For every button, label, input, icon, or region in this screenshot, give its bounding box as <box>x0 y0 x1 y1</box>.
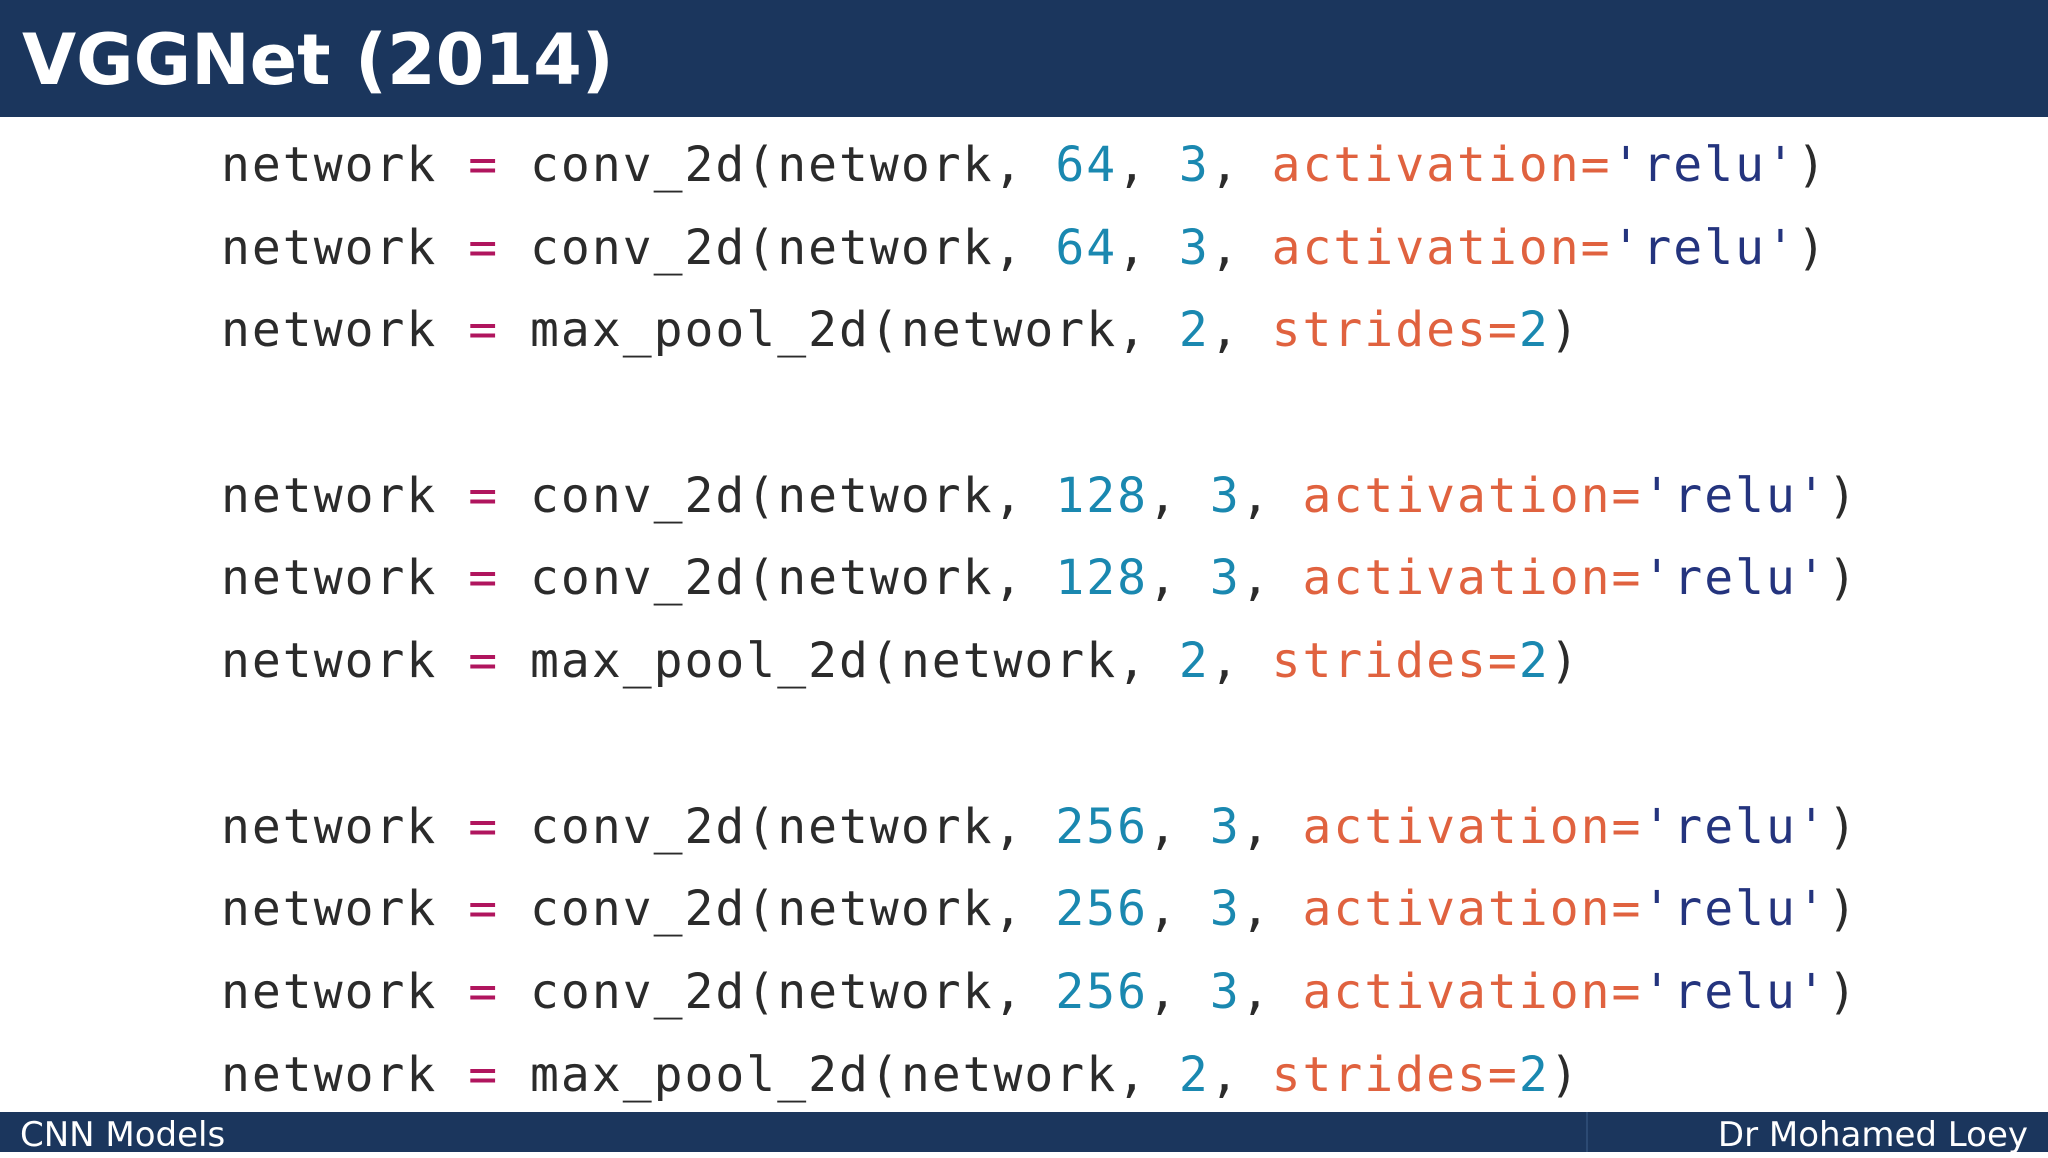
code-operator: = <box>468 963 500 1020</box>
code-function: max_pool_2d <box>530 302 870 359</box>
code-variable: network <box>221 219 438 276</box>
code-number: 3 <box>1209 798 1241 855</box>
code-variable: network <box>221 550 438 607</box>
code-number: 3 <box>1209 881 1241 938</box>
code-argument: network <box>777 467 994 524</box>
code-argument: network <box>777 219 994 276</box>
code-argument: network <box>777 137 994 193</box>
code-keyword: strides <box>1271 302 1488 359</box>
footer-course-name: CNN Models <box>20 1115 226 1155</box>
code-line: network = max_pool_2d(network, 2, stride… <box>221 302 1581 359</box>
code-line: network = conv_2d(network, 256, 3, activ… <box>221 881 1859 938</box>
code-keyword: activation <box>1302 550 1612 607</box>
footer-divider <box>1586 1112 1588 1152</box>
code-number: 128 <box>1055 467 1149 524</box>
code-operator: = <box>468 137 500 193</box>
code-variable: network <box>221 302 438 359</box>
code-keyword: activation <box>1271 137 1581 193</box>
code-number: 2 <box>1518 1046 1550 1103</box>
code-string: 'relu' <box>1611 137 1797 193</box>
code-argument: network <box>777 550 994 607</box>
footer-author: Dr Mohamed Loey <box>1717 1115 2028 1155</box>
code-number: 64 <box>1055 219 1118 276</box>
code-line: network = conv_2d(network, 128, 3, activ… <box>221 550 1859 607</box>
code-keyword: activation <box>1302 963 1612 1020</box>
code-blank-line <box>221 703 1859 786</box>
code-argument: network <box>900 633 1118 690</box>
code-argument: network <box>900 302 1118 359</box>
code-number: 256 <box>1055 881 1149 938</box>
code-variable: network <box>221 963 438 1020</box>
code-number: 2 <box>1518 302 1550 359</box>
code-function: max_pool_2d <box>530 633 870 690</box>
code-operator: = <box>468 467 500 524</box>
code-operator: = <box>468 550 500 607</box>
code-string: 'relu' <box>1642 467 1828 524</box>
code-number: 128 <box>1055 550 1149 607</box>
code-line: network = conv_2d(network, 64, 3, activa… <box>221 137 1828 193</box>
code-argument: network <box>777 798 994 855</box>
code-keyword: activation <box>1271 219 1581 276</box>
code-number: 2 <box>1178 302 1210 359</box>
code-listing: network = conv_2d(network, 64, 3, activa… <box>221 124 1859 1116</box>
code-variable: network <box>221 1046 438 1103</box>
code-operator: = <box>468 798 500 855</box>
slide-header: VGGNet (2014) <box>0 0 2048 117</box>
code-line: network = conv_2d(network, 128, 3, activ… <box>221 467 1859 524</box>
code-number: 2 <box>1518 633 1550 690</box>
code-number: 3 <box>1178 137 1210 193</box>
slide-title: VGGNet (2014) <box>22 19 614 101</box>
code-string: 'relu' <box>1642 963 1828 1020</box>
code-function: conv_2d <box>530 467 747 524</box>
code-number: 3 <box>1209 467 1241 524</box>
code-line: network = conv_2d(network, 64, 3, activa… <box>221 219 1828 276</box>
code-blank-line <box>221 372 1859 455</box>
code-function: conv_2d <box>530 137 747 193</box>
code-function: conv_2d <box>530 798 747 855</box>
code-function: conv_2d <box>530 963 747 1020</box>
code-string: 'relu' <box>1642 798 1828 855</box>
code-number: 64 <box>1055 137 1118 193</box>
code-argument: network <box>900 1046 1118 1103</box>
code-function: conv_2d <box>530 881 747 938</box>
code-variable: network <box>221 881 438 938</box>
code-argument: network <box>777 881 994 938</box>
code-string: 'relu' <box>1611 219 1797 276</box>
slide-footer: CNN Models Dr Mohamed Loey <box>0 1112 2048 1155</box>
code-operator: = <box>468 881 500 938</box>
code-number: 256 <box>1055 963 1149 1020</box>
code-line: network = max_pool_2d(network, 2, stride… <box>221 633 1581 690</box>
code-number: 3 <box>1178 219 1210 276</box>
code-keyword: activation <box>1302 798 1612 855</box>
code-number: 2 <box>1178 1046 1210 1103</box>
code-function: conv_2d <box>530 219 747 276</box>
code-string: 'relu' <box>1642 881 1828 938</box>
code-operator: = <box>468 633 500 690</box>
code-function: max_pool_2d <box>530 1046 870 1103</box>
code-variable: network <box>221 633 438 690</box>
code-operator: = <box>468 219 500 276</box>
code-operator: = <box>468 302 500 359</box>
code-line: network = conv_2d(network, 256, 3, activ… <box>221 963 1859 1020</box>
code-keyword: activation <box>1302 881 1612 938</box>
code-line: network = conv_2d(network, 256, 3, activ… <box>221 798 1859 855</box>
code-argument: network <box>777 963 994 1020</box>
code-number: 3 <box>1209 550 1241 607</box>
code-operator: = <box>468 1046 500 1103</box>
code-variable: network <box>221 467 438 524</box>
code-number: 256 <box>1055 798 1149 855</box>
code-function: conv_2d <box>530 550 747 607</box>
code-keyword: strides <box>1271 1046 1488 1103</box>
code-variable: network <box>221 137 438 193</box>
code-number: 3 <box>1209 963 1241 1020</box>
code-keyword: activation <box>1302 467 1612 524</box>
code-keyword: strides <box>1271 633 1488 690</box>
code-line: network = max_pool_2d(network, 2, stride… <box>221 1046 1581 1103</box>
code-variable: network <box>221 798 438 855</box>
code-number: 2 <box>1178 633 1210 690</box>
code-string: 'relu' <box>1642 550 1828 607</box>
